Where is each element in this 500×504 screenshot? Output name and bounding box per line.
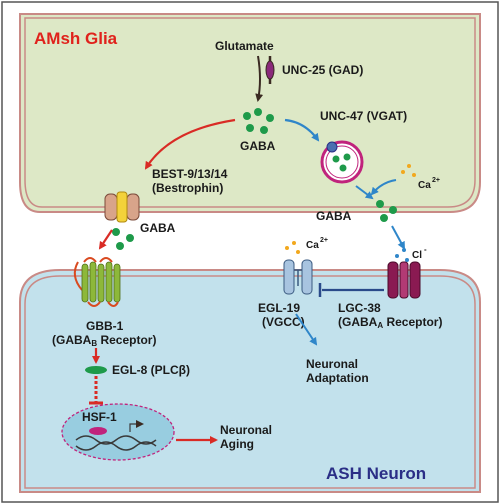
adaptation-label-1: Neuronal bbox=[306, 357, 358, 371]
gaba-to-vesicle-arrow bbox=[284, 118, 320, 142]
calcium-charge-right: 2+ bbox=[432, 177, 440, 184]
bestrophin-channel bbox=[104, 191, 140, 223]
neuron-inner-membrane bbox=[24, 275, 476, 489]
gbb1-label-2: (GABAB Receptor) bbox=[52, 333, 156, 348]
egl8-oval bbox=[85, 366, 107, 374]
gaba-top-label: GABA bbox=[240, 139, 276, 153]
egl19-channel bbox=[283, 259, 313, 295]
egl8-label: EGL-8 (PLCβ) bbox=[112, 363, 190, 377]
neuron-title: ASH Neuron bbox=[326, 464, 426, 483]
bestrophin-label-2: (Bestrophin) bbox=[152, 181, 223, 195]
hsf1-protein bbox=[89, 427, 107, 435]
unc25-enzyme bbox=[265, 56, 275, 84]
calcium-charge-egl19: 2+ bbox=[320, 237, 328, 244]
egl19-label-1: EGL-19 bbox=[258, 301, 300, 315]
calcium-dots-right bbox=[401, 164, 416, 177]
adaptation-label-2: Adaptation bbox=[306, 371, 369, 385]
gaba-to-lgc38-arrow bbox=[391, 225, 405, 250]
gaba-right-label: GABA bbox=[316, 209, 352, 223]
chloride-label: Cl bbox=[412, 250, 422, 261]
aging-label-2: Aging bbox=[220, 437, 254, 451]
gaba-to-gbb1-arrow bbox=[98, 229, 113, 250]
hsf1-label: HSF-1 bbox=[82, 410, 117, 424]
chloride-dots bbox=[395, 248, 409, 262]
vesicle-release-arrow bbox=[355, 185, 374, 200]
calcium-label-right: Ca bbox=[418, 180, 431, 191]
lgc38-label-2: (GABAA Receptor) bbox=[338, 315, 442, 330]
gaba-cluster-top bbox=[243, 108, 274, 134]
lgc38-channel bbox=[387, 261, 421, 299]
unc47-label: UNC-47 (VGAT) bbox=[320, 109, 407, 123]
gaba-to-bestrophin-arrow bbox=[144, 118, 236, 170]
dna-strand-2 bbox=[75, 441, 157, 451]
calcium-dots-egl19 bbox=[285, 241, 300, 254]
egl19-to-adaptation-arrow bbox=[295, 313, 318, 346]
egl19-label-2: (VGCC) bbox=[262, 315, 305, 329]
lgc38-label-1: LGC-38 bbox=[338, 301, 381, 315]
gaba-cluster-right bbox=[376, 200, 397, 222]
gbb1-label-1: GBB-1 bbox=[86, 319, 124, 333]
gbb1-receptor bbox=[73, 257, 121, 307]
gaba-left-label: GABA bbox=[140, 221, 176, 235]
synaptic-vesicle bbox=[320, 140, 364, 184]
glutamate-label: Glutamate bbox=[215, 39, 274, 53]
bestrophin-label-1: BEST-9/13/14 bbox=[152, 167, 228, 181]
unc25-label: UNC-25 (GAD) bbox=[282, 63, 363, 77]
calcium-trigger-arrow bbox=[370, 179, 397, 196]
glutamate-to-gaba-arrow bbox=[255, 55, 264, 102]
glia-inner-membrane bbox=[24, 17, 476, 208]
glia-title: AMsh Glia bbox=[34, 29, 118, 48]
gaba-cluster-left bbox=[112, 228, 134, 250]
glia-cell-body bbox=[19, 13, 481, 213]
aging-label-1: Neuronal bbox=[220, 423, 272, 437]
chloride-charge: - bbox=[424, 245, 427, 254]
transcription-start-arrow bbox=[129, 420, 144, 432]
calcium-label-egl19: Ca bbox=[306, 240, 319, 251]
nucleus bbox=[61, 403, 175, 461]
